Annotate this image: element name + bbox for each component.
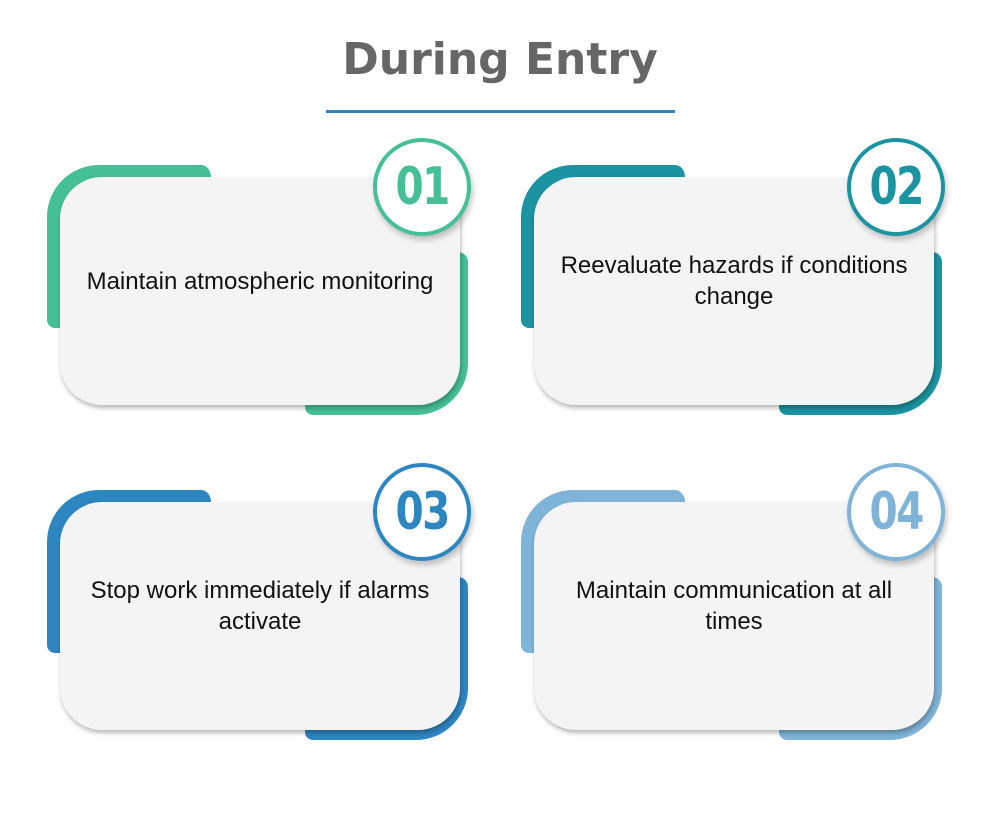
step-text: Reevaluate hazards if conditions change xyxy=(560,252,908,310)
card-body: Stop work immediately if alarms activate xyxy=(60,502,460,730)
page-title: During Entry xyxy=(342,34,658,85)
step-text: Stop work immediately if alarms activate xyxy=(90,577,430,635)
step-number-badge: 01 xyxy=(373,138,471,236)
step-card-3: Stop work immediately if alarms activate… xyxy=(47,463,487,770)
step-card-4: Maintain communication at all times 04 xyxy=(521,463,961,770)
step-number-badge: 02 xyxy=(847,138,945,236)
title-underline xyxy=(326,110,675,113)
step-text: Maintain atmospheric monitoring xyxy=(86,267,434,295)
step-number-badge: 03 xyxy=(373,463,471,561)
step-card-1: Maintain atmospheric monitoring 01 xyxy=(47,138,487,445)
step-number-badge: 04 xyxy=(847,463,945,561)
step-number: 01 xyxy=(395,157,450,217)
step-number: 03 xyxy=(395,482,450,542)
step-number: 04 xyxy=(869,482,924,542)
step-text: Maintain communication at all times xyxy=(575,577,893,635)
step-card-2: Reevaluate hazards if conditions change … xyxy=(521,138,961,445)
step-number: 02 xyxy=(869,157,924,217)
